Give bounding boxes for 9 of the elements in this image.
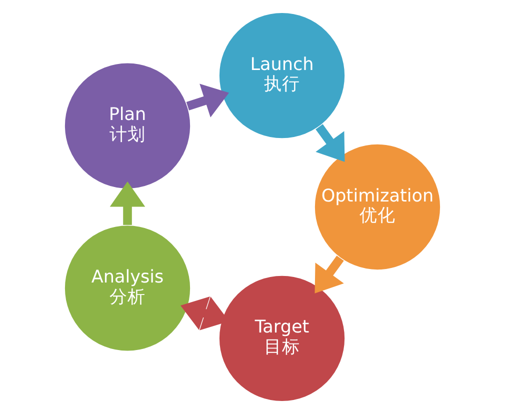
node-circle: Plan 计划 xyxy=(64,62,192,190)
arrow xyxy=(314,256,344,294)
node-circle: Analysis 分析 xyxy=(64,224,192,352)
node-circle: Optimization 优化 xyxy=(314,143,442,271)
arrow xyxy=(186,84,230,118)
node-circle: Target 目标 xyxy=(218,274,346,402)
arrow xyxy=(316,124,345,162)
arrow xyxy=(110,181,146,225)
node-circle: Launch 执行 xyxy=(218,12,346,140)
